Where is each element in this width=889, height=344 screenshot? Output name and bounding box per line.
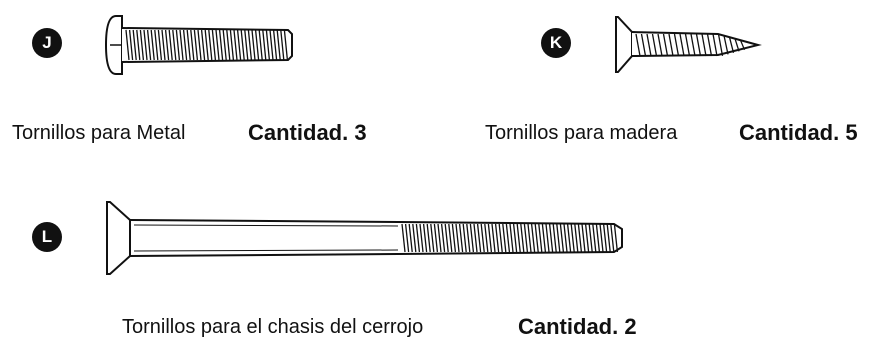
- item-k-letter: K: [549, 33, 563, 52]
- item-k-quantity: Cantidad. 5: [739, 120, 858, 145]
- item-l-letter-badge: L: [32, 222, 62, 252]
- item-l-quantity: Cantidad. 2: [518, 314, 637, 339]
- item-j-letter-badge: J: [32, 28, 62, 58]
- item-j-letter: J: [42, 33, 52, 52]
- item-j-quantity: Cantidad. 3: [248, 120, 367, 145]
- item-l-caption: Tornillos para el chasis del cerrojo: [122, 316, 424, 338]
- item-k-letter-badge: K: [541, 28, 571, 58]
- machine-screw-pan-head-icon: [104, 15, 293, 75]
- item-k-caption: Tornillos para madera: [485, 122, 678, 144]
- wood-screw-flat-head-icon: [615, 16, 762, 73]
- long-flat-head-bolt-icon: [106, 201, 623, 275]
- item-j-caption: Tornillos para Metal: [12, 122, 186, 144]
- item-l-letter: L: [41, 227, 53, 246]
